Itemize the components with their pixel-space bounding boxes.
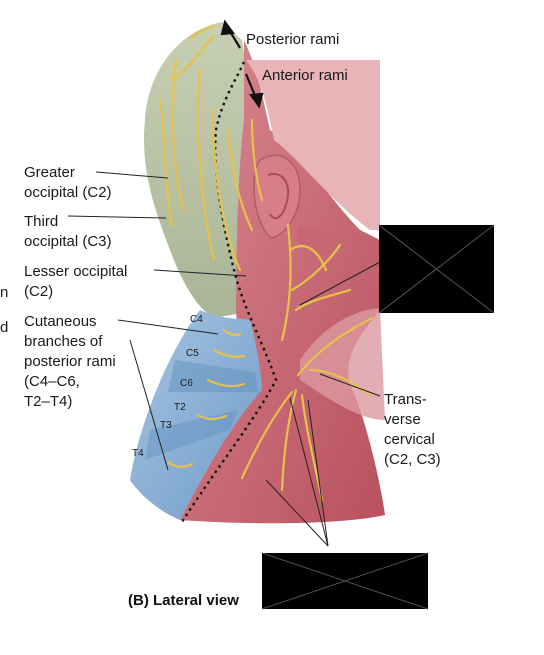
caption-redaction [261, 552, 429, 610]
level-label: C4 [190, 314, 203, 325]
label-transverse-cervical-1: Trans- [384, 391, 427, 408]
lower-posterior-zone [130, 310, 262, 520]
label-anterior-rami: Anterior rami [262, 67, 348, 84]
label-third-occipital-2: occipital (C3) [24, 233, 112, 250]
face-zone [246, 60, 380, 230]
label-lesser-occipital-1: Lesser occipital [24, 263, 128, 280]
label-third-occipital-1: Third [24, 213, 59, 230]
level-label: T3 [160, 420, 172, 431]
level-label: T2 [174, 402, 186, 413]
label-posterior-rami: Posterior rami [246, 31, 340, 48]
nerve-branches [158, 24, 374, 502]
label-cutaneous-3: posterior rami [24, 353, 116, 370]
label-cutaneous-1: Cutaneous [24, 313, 97, 330]
label-greater-occipital-1: Greater [24, 164, 75, 181]
redaction-box-right [378, 224, 495, 314]
leader-lines [67, 171, 381, 547]
figure-caption: (B) Lateral view [128, 592, 239, 609]
ear [253, 154, 301, 239]
label-cutaneous-4: (C4–C6, [24, 373, 80, 390]
level-label: T4 [132, 448, 144, 459]
level-label: C6 [180, 378, 193, 389]
label-lesser-occipital-2: (C2) [24, 283, 54, 300]
edge-fragment-d: d [0, 319, 9, 336]
anterior-rami-zone [180, 40, 385, 524]
label-transverse-cervical-4: (C2, C3) [384, 451, 441, 468]
rami-arrows [220, 19, 264, 109]
level-label: C5 [186, 348, 199, 359]
edge-fragment-n: n [0, 284, 9, 301]
label-cutaneous-5: T2–T4) [24, 393, 73, 410]
label-cutaneous-2: branches of [24, 333, 103, 350]
posterior-rami-zone [144, 22, 246, 318]
label-transverse-cervical-3: cervical [384, 431, 435, 448]
label-greater-occipital-2: occipital (C2) [24, 184, 112, 201]
label-transverse-cervical-2: verse [384, 411, 421, 428]
